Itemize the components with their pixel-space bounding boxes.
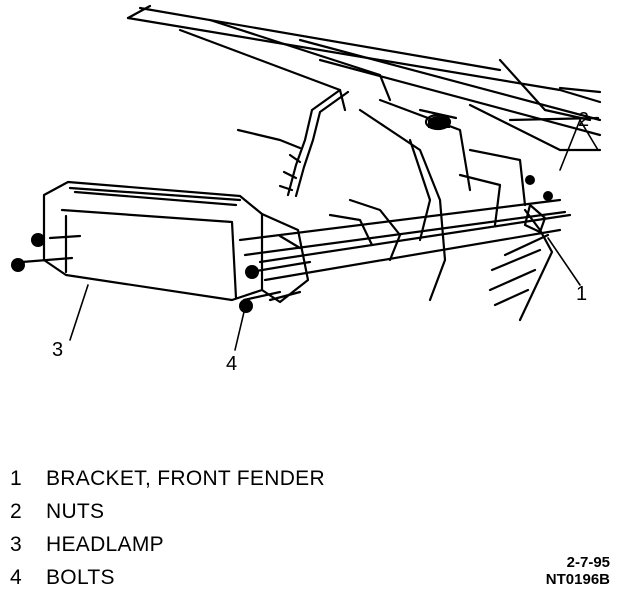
legend-label: BRACKET, FRONT FENDER [46, 466, 325, 490]
legend-label: NUTS [46, 499, 105, 523]
nut-icon [525, 175, 535, 185]
legend-number: 4 [10, 565, 22, 589]
legend-number: 3 [10, 532, 22, 556]
callout-4: 4 [226, 353, 237, 375]
bolt-head-icon [31, 233, 45, 247]
leader-lines [69, 119, 599, 351]
frame-rails [126, 4, 602, 152]
legend-item: 4 BOLTS [10, 561, 430, 594]
nut-icon [543, 191, 553, 201]
legend-item: 2 NUTS [10, 495, 430, 528]
legend-item: 3 HEADLAMP [10, 528, 430, 561]
wiring-harness [236, 88, 350, 198]
legend-number: 1 [10, 466, 22, 490]
filler-cap-icon [428, 116, 450, 128]
front-fender-bracket [488, 203, 554, 322]
mounting-bolts [20, 234, 312, 302]
figure-stamp: 2-7-95 NT0196B [546, 554, 610, 588]
bolt-head-icon [239, 299, 253, 313]
bolt-head-icon [245, 265, 259, 279]
parts-legend: 1 BRACKET, FRONT FENDER 2 NUTS 3 HEADLAM… [10, 462, 430, 594]
callout-1: 1 [576, 283, 587, 305]
legend-label: HEADLAMP [46, 532, 164, 556]
lower-crossmember [238, 198, 572, 302]
figure-code: NT0196B [545, 571, 610, 588]
callout-3: 3 [52, 339, 63, 361]
headlamp-housing [42, 180, 310, 304]
bolt-head-icon [11, 258, 25, 272]
legend-number: 2 [10, 499, 22, 523]
callout-2: 2 [578, 109, 589, 131]
radiator-support [328, 58, 592, 302]
legend-label: BOLTS [46, 565, 115, 589]
figure-date: 2-7-95 [566, 554, 610, 571]
legend-item: 1 BRACKET, FRONT FENDER [10, 462, 430, 495]
